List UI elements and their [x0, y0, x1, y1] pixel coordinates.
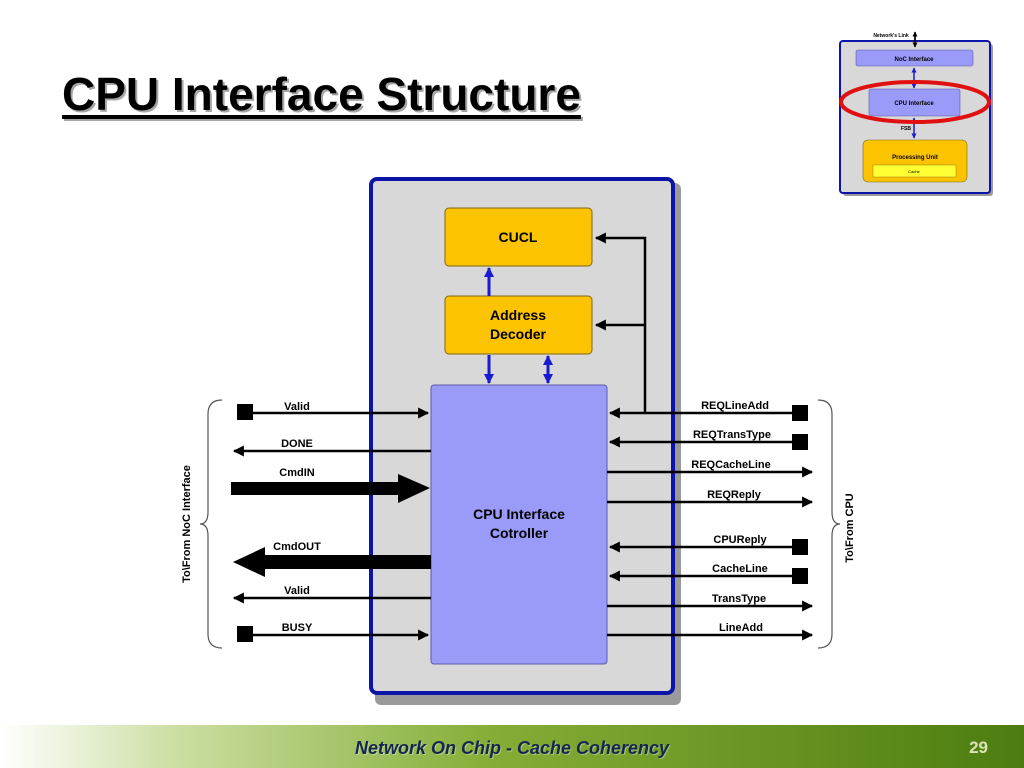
line-add-label: LineAdd — [719, 622, 763, 634]
thumb-noc-interface-label: NoC Interface — [894, 57, 934, 63]
req-trans-type-port — [792, 434, 808, 450]
cmd-out-arrow — [233, 547, 431, 577]
cmd-in-arrow — [231, 474, 430, 503]
thumb-cpu-interface-label: CPU Interface — [894, 101, 934, 107]
thumb-processing-unit-label: Processing Unit — [892, 155, 938, 161]
cmd-out-label: CmdOUT — [273, 541, 321, 553]
valid-out-label: Valid — [284, 585, 310, 597]
right-side-label: To\From CPU — [844, 493, 856, 563]
cucl-label: CUCL — [499, 229, 538, 245]
cpu-reply-label: CPUReply — [713, 534, 767, 546]
req-reply-label: REQReply — [707, 489, 762, 501]
cucl-block: CUCL — [444, 207, 593, 267]
thumb-network-link-label: Network's Link — [873, 33, 909, 39]
controller-label-1: CPU Interface — [473, 506, 565, 522]
left-side-label: To\From NoC Interface — [181, 465, 193, 583]
address-decoder-label-1: Address — [490, 307, 546, 323]
req-line-add-port — [792, 405, 808, 421]
busy-port — [237, 626, 253, 642]
cpu-reply-port — [792, 539, 808, 555]
thumbnail-overview: Network's Link NoC Interface CPU Interfa… — [839, 31, 993, 196]
footer-bar — [0, 725, 1024, 768]
address-decoder-block: Address Decoder — [444, 295, 593, 355]
left-brace — [199, 399, 223, 649]
cache-line-label: CacheLine — [712, 563, 768, 575]
cache-line-port — [792, 568, 808, 584]
done-label: DONE — [281, 438, 313, 450]
cpu-interface-controller-block: CPU Interface Cotroller — [430, 384, 608, 665]
cmd-in-label: CmdIN — [279, 467, 315, 479]
page-number: 29 — [969, 738, 988, 757]
trans-type-label: TransType — [712, 593, 766, 605]
address-decoder-label-2: Decoder — [490, 326, 547, 342]
controller-label-2: Cotroller — [490, 525, 549, 541]
busy-label: BUSY — [282, 622, 313, 634]
req-line-add-label: REQLineAdd — [701, 400, 769, 412]
right-brace — [817, 399, 841, 649]
valid-in-label: Valid — [284, 401, 310, 413]
slide-title: CPU Interface Structure — [62, 68, 581, 120]
footer-title: Network On Chip - Cache Coherency — [354, 738, 670, 758]
thumb-cache-label: Cache — [908, 169, 920, 174]
req-cache-line-label: REQCacheLine — [691, 459, 770, 471]
highlight-ring — [839, 80, 991, 124]
valid-in-port — [237, 404, 253, 420]
thumb-fsb-label: FSB — [901, 126, 911, 132]
req-line-add-feedback-path — [594, 232, 647, 412]
req-trans-type-label: REQTransType — [693, 429, 771, 441]
